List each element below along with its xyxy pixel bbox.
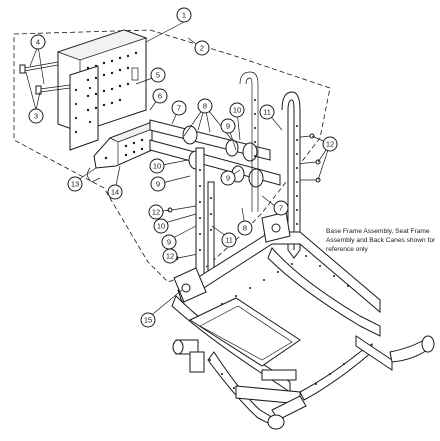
- svg-text:1: 1: [182, 11, 186, 20]
- svg-text:7: 7: [177, 104, 181, 113]
- svg-text:4: 4: [36, 38, 40, 47]
- svg-text:11: 11: [263, 108, 271, 117]
- callout-8-lower: 8: [237, 220, 253, 236]
- svg-text:5: 5: [156, 71, 160, 80]
- callout-3: 3: [28, 108, 44, 124]
- svg-text:8: 8: [203, 102, 207, 111]
- svg-text:3: 3: [34, 112, 38, 121]
- svg-text:12: 12: [166, 252, 174, 261]
- svg-text:9: 9: [167, 238, 171, 247]
- svg-text:11: 11: [225, 236, 233, 245]
- back-bracket-box: [56, 29, 148, 151]
- callout-9-mid: 9: [150, 176, 166, 192]
- callout-11-upper: 11: [259, 104, 275, 120]
- callout-10-mid: 10: [149, 158, 165, 174]
- svg-text:8: 8: [243, 224, 247, 233]
- svg-text:9: 9: [156, 180, 160, 189]
- callout-7-lower: 7: [273, 200, 289, 216]
- callout-6: 6: [152, 88, 168, 104]
- svg-text:12: 12: [152, 208, 160, 217]
- svg-text:10: 10: [157, 222, 165, 231]
- callout-12-right: 12: [322, 136, 338, 152]
- callout-9-lower: 9: [161, 234, 177, 250]
- callout-8-upper: 8: [197, 98, 213, 114]
- base-frame: [171, 231, 435, 430]
- callout-1: 1: [176, 7, 192, 23]
- reference-note: Base Frame Assembly, Seat Frame Assembly…: [326, 228, 436, 253]
- callout-5: 5: [150, 67, 166, 83]
- back-canes: [239, 71, 301, 259]
- svg-text:7: 7: [279, 204, 283, 213]
- cross-tube-upper: [149, 119, 281, 188]
- svg-text:2: 2: [200, 44, 204, 53]
- callout-10-lower: 10: [153, 218, 169, 234]
- callout-10-upper: 10: [229, 102, 245, 118]
- bolt-set-left: [19, 61, 71, 95]
- svg-text:10: 10: [153, 162, 161, 171]
- callout-14: 14: [107, 184, 123, 200]
- svg-text:10: 10: [233, 106, 241, 115]
- svg-text:15: 15: [144, 316, 152, 325]
- svg-text:6: 6: [158, 92, 162, 101]
- svg-text:9: 9: [226, 174, 230, 183]
- svg-text:14: 14: [111, 188, 119, 197]
- callout-11-lower: 11: [221, 232, 237, 248]
- callout-12-mid: 12: [148, 204, 164, 220]
- callout-2: 2: [194, 40, 210, 56]
- callout-7-upper: 7: [171, 100, 187, 116]
- svg-text:12: 12: [326, 140, 334, 149]
- vertical-posts: [195, 147, 215, 279]
- callout-15: 15: [140, 312, 156, 328]
- assembly-boundary: [13, 29, 331, 283]
- svg-text:9: 9: [226, 122, 230, 131]
- svg-text:13: 13: [71, 180, 79, 189]
- callout-13: 13: [67, 176, 83, 192]
- callout-12-lower: 12: [162, 248, 178, 264]
- callout-9-upper: 9: [220, 118, 236, 134]
- callout-4: 4: [30, 34, 46, 50]
- callout-9-right: 9: [220, 170, 236, 186]
